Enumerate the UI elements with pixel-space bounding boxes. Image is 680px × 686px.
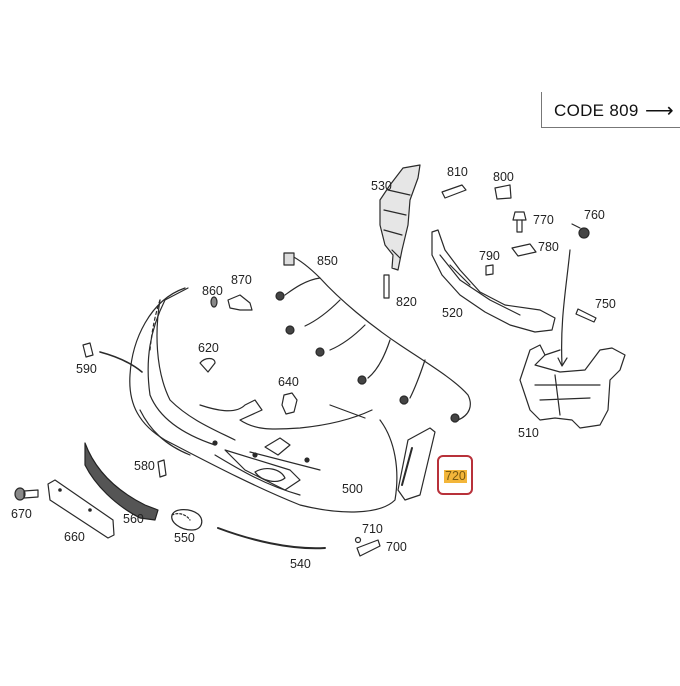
part-560-grille-mesh (84, 442, 159, 521)
part-710-clip (354, 536, 362, 544)
part-520-support-rail (431, 229, 556, 333)
part-label[interactable]: 810 (447, 165, 468, 179)
part-label[interactable]: 760 (584, 208, 605, 222)
leader-line-590 (99, 351, 143, 373)
part-870-parking-sensor (227, 294, 253, 311)
code-label: CODE 809 ⟶ (541, 92, 680, 128)
part-590-clip (82, 342, 94, 358)
part-640-sensor-holder (281, 392, 298, 415)
leader-arrowhead (557, 357, 568, 367)
part-530-bracket (379, 164, 421, 271)
part-label[interactable]: 700 (386, 540, 407, 554)
part-label[interactable]: 670 (11, 507, 32, 521)
part-label[interactable]: 590 (76, 362, 97, 376)
part-label[interactable]: 780 (538, 240, 559, 254)
part-780-nut-clip (511, 243, 537, 257)
part-720-side-cover (397, 427, 436, 501)
part-720-edge (401, 447, 413, 486)
part-label[interactable]: 790 (479, 249, 500, 263)
part-700-side-marker (356, 539, 381, 557)
part-label[interactable]: 640 (278, 375, 299, 389)
leader-line-760 (561, 249, 571, 366)
part-670-screw (14, 487, 39, 501)
part-820-bolt (383, 274, 390, 299)
part-620-cap (199, 357, 216, 373)
part-label[interactable]: 560 (123, 512, 144, 526)
part-540-trim-strip (217, 527, 326, 550)
part-510-right-bracket (519, 344, 626, 429)
part-660-license-plate-base (47, 479, 115, 539)
part-label[interactable]: 800 (493, 170, 514, 184)
part-label[interactable]: 620 (198, 341, 219, 355)
part-label[interactable]: 820 (396, 295, 417, 309)
right-arrow-icon: ⟶ (645, 100, 674, 122)
part-860-seal-ring (210, 296, 218, 308)
part-label[interactable]: 510 (518, 426, 539, 440)
part-750-clip (575, 308, 597, 323)
part-760-rivet (571, 223, 590, 239)
part-label[interactable]: 770 (533, 213, 554, 227)
code-label-text: CODE 809 (554, 101, 639, 120)
highlighted-part-callout[interactable]: 720 (437, 455, 473, 495)
part-500-bumper-cover (129, 287, 398, 513)
part-label[interactable]: 500 (342, 482, 363, 496)
part-label[interactable]: 580 (134, 459, 155, 473)
part-550-fog-bezel (171, 509, 203, 531)
part-770-screw (512, 211, 527, 233)
part-label[interactable]: 520 (442, 306, 463, 320)
part-label[interactable]: 660 (64, 530, 85, 544)
part-label-highlighted[interactable]: 720 (444, 469, 467, 483)
part-label[interactable]: 850 (317, 254, 338, 268)
part-label[interactable]: 870 (231, 273, 252, 287)
part-label[interactable]: 540 (290, 557, 311, 571)
part-810-pin (441, 184, 467, 199)
part-label[interactable]: 750 (595, 297, 616, 311)
part-800-screw (494, 184, 512, 200)
part-label[interactable]: 710 (362, 522, 383, 536)
part-label[interactable]: 530 (371, 179, 392, 193)
part-label[interactable]: 550 (174, 531, 195, 545)
part-label[interactable]: 860 (202, 284, 223, 298)
part-580-clip (157, 459, 167, 478)
part-790-nut (485, 264, 494, 276)
part-850-wiring-harness (275, 252, 471, 423)
